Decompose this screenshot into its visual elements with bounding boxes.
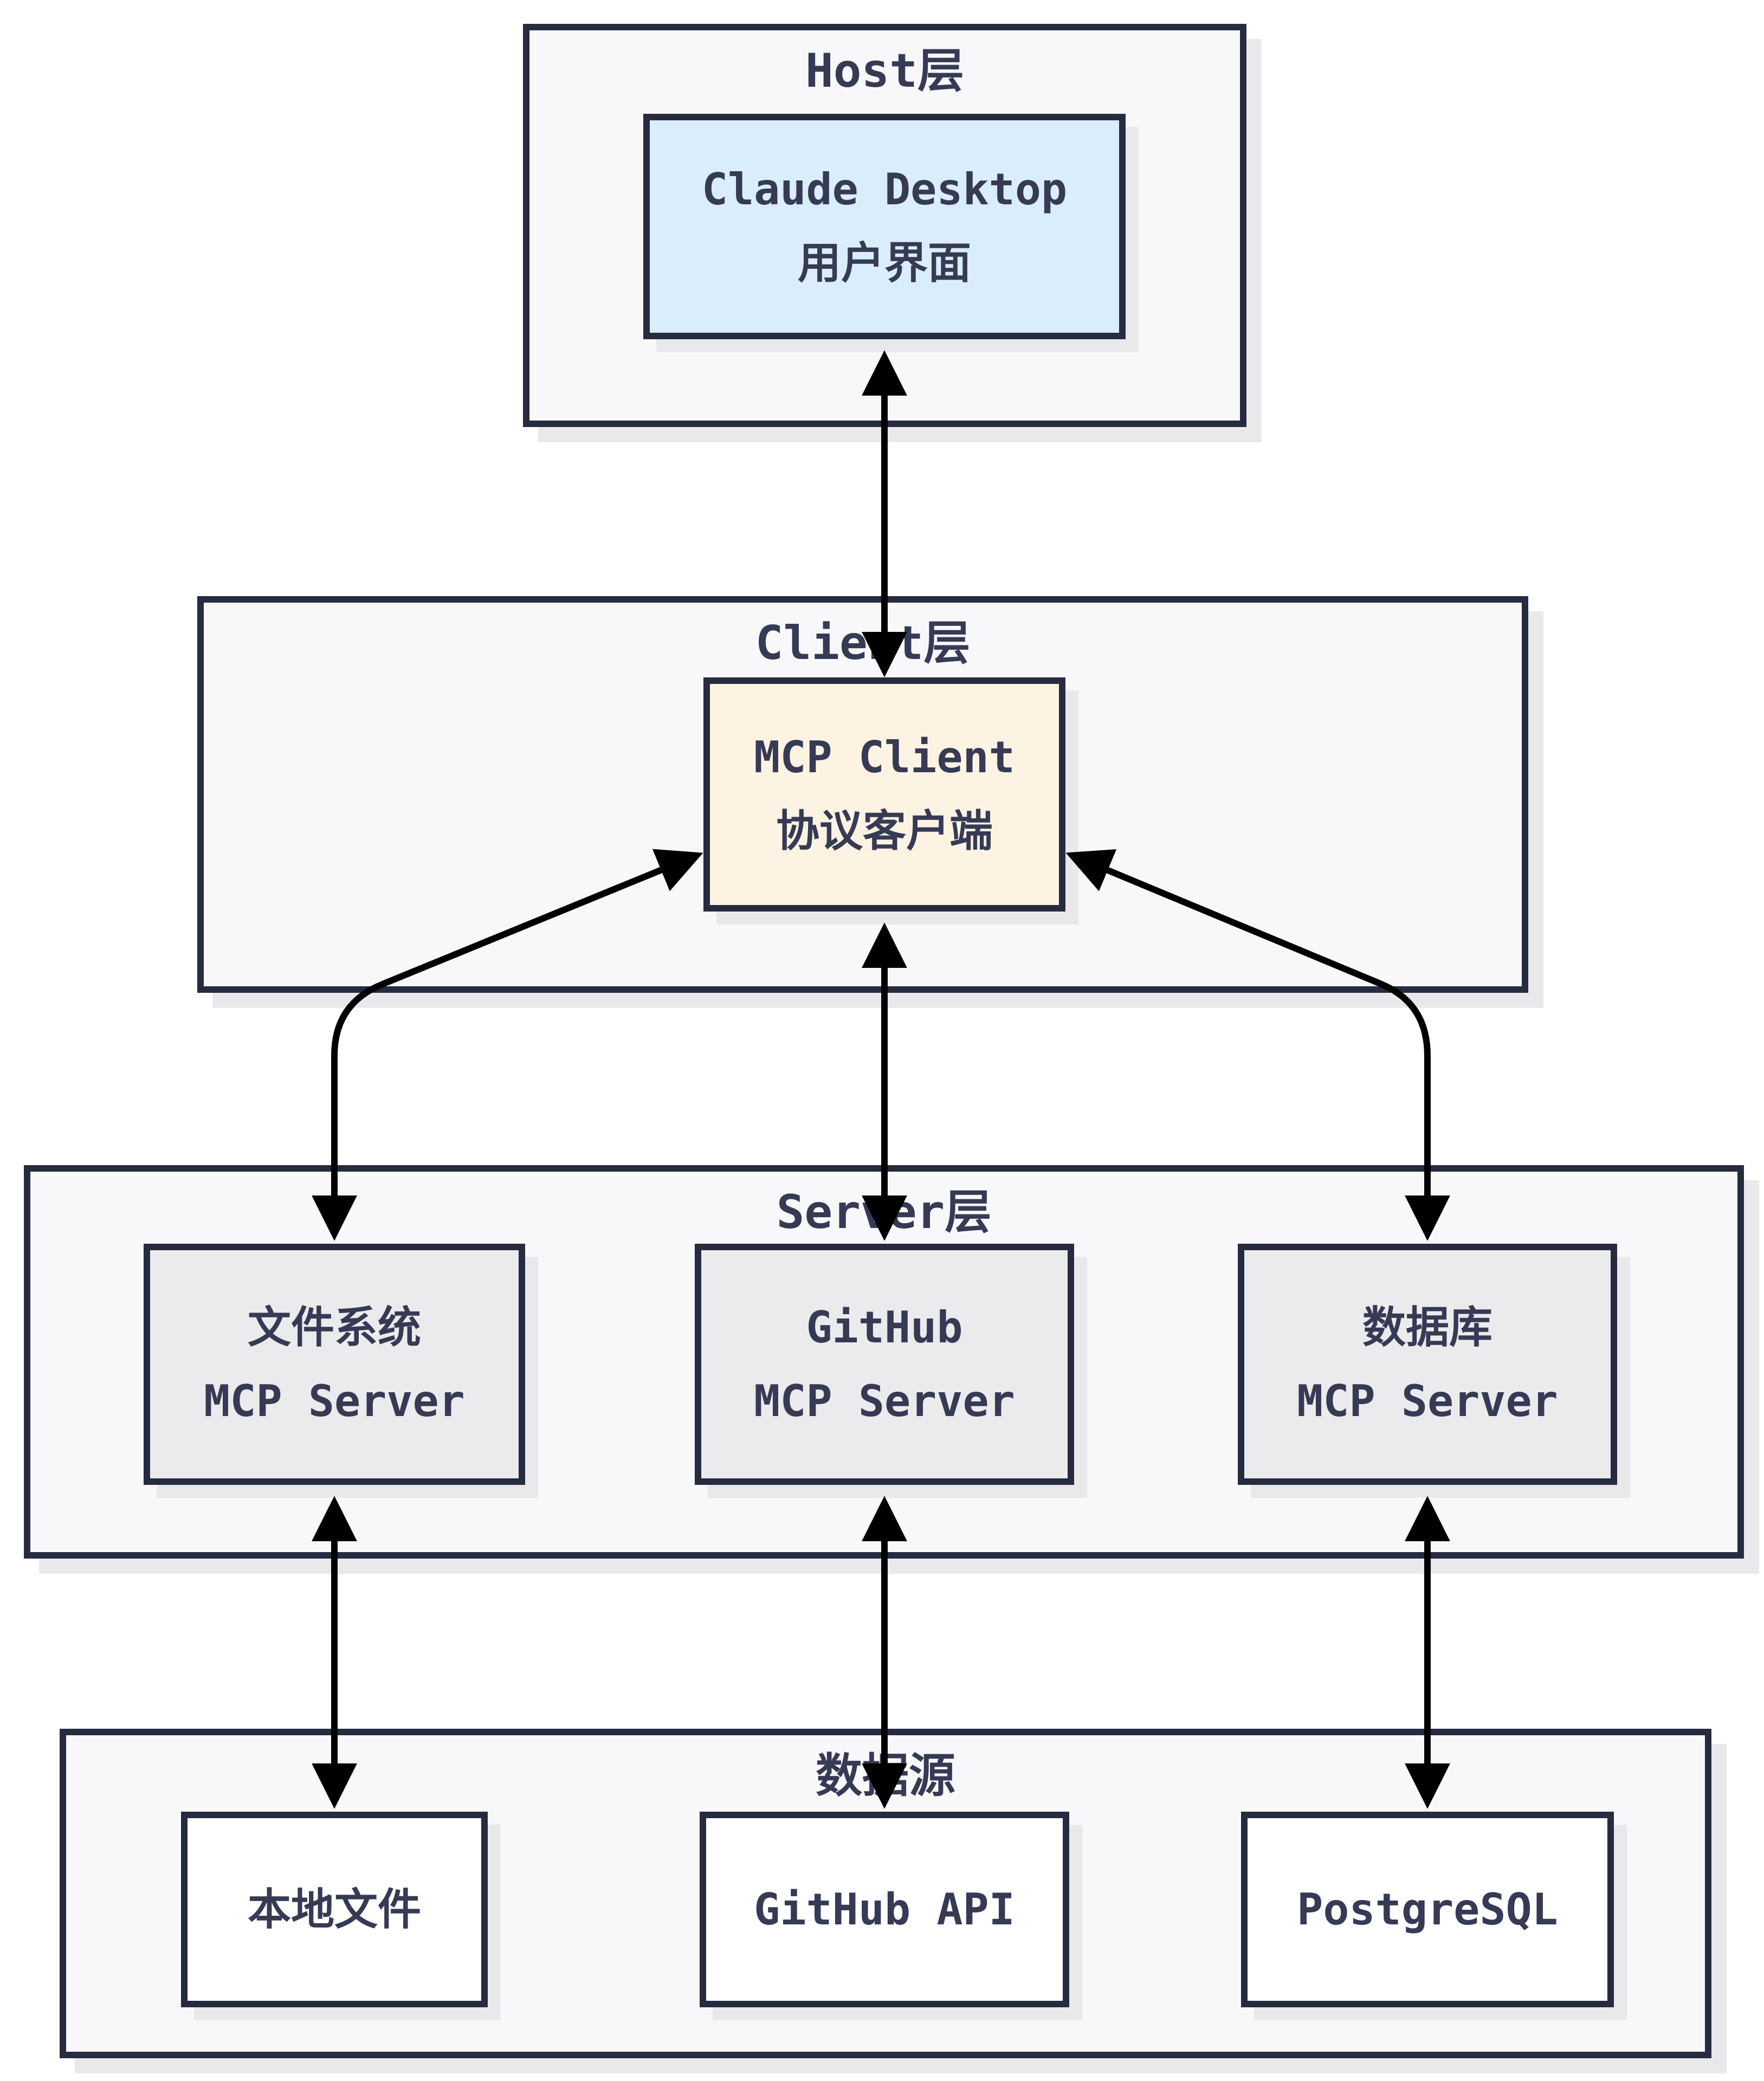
node-filesystem-mcp-server-line1: 文件系统 <box>248 1302 421 1353</box>
node-github-mcp-server: GitHub MCP Server <box>695 1244 1074 1485</box>
node-database-mcp-server: 数据库 MCP Server <box>1238 1244 1617 1485</box>
node-postgresql-label: PostgreSQL <box>1297 1884 1558 1935</box>
node-mcp-client-line2: 协议客户端 <box>776 806 993 856</box>
node-local-files-label: 本地文件 <box>248 1884 421 1935</box>
node-database-mcp-server-line1: 数据库 <box>1362 1302 1492 1353</box>
node-github-mcp-server-line1: GitHub <box>806 1302 963 1353</box>
node-filesystem-mcp-server: 文件系统 MCP Server <box>144 1244 525 1485</box>
layer-server-title: Server层 <box>776 1185 992 1239</box>
node-local-files: 本地文件 <box>181 1812 488 2007</box>
node-database-mcp-server-line2: MCP Server <box>1297 1375 1558 1426</box>
node-filesystem-mcp-server-line2: MCP Server <box>204 1375 465 1426</box>
node-mcp-client: MCP Client 协议客户端 <box>703 677 1065 912</box>
layer-client-title: Client层 <box>755 616 971 670</box>
layer-datasource-title: 数据源 <box>816 1749 955 1803</box>
node-github-api: GitHub API <box>700 1812 1069 2007</box>
node-github-api-label: GitHub API <box>754 1884 1015 1935</box>
node-mcp-client-line1: MCP Client <box>754 732 1015 783</box>
node-postgresql: PostgreSQL <box>1241 1812 1614 2007</box>
node-claude-desktop-line2: 用户界面 <box>798 238 971 288</box>
node-github-mcp-server-line2: MCP Server <box>754 1375 1015 1426</box>
node-claude-desktop: Claude Desktop 用户界面 <box>643 114 1126 339</box>
layer-host-title: Host层 <box>805 44 965 98</box>
node-claude-desktop-line1: Claude Desktop <box>701 164 1068 215</box>
